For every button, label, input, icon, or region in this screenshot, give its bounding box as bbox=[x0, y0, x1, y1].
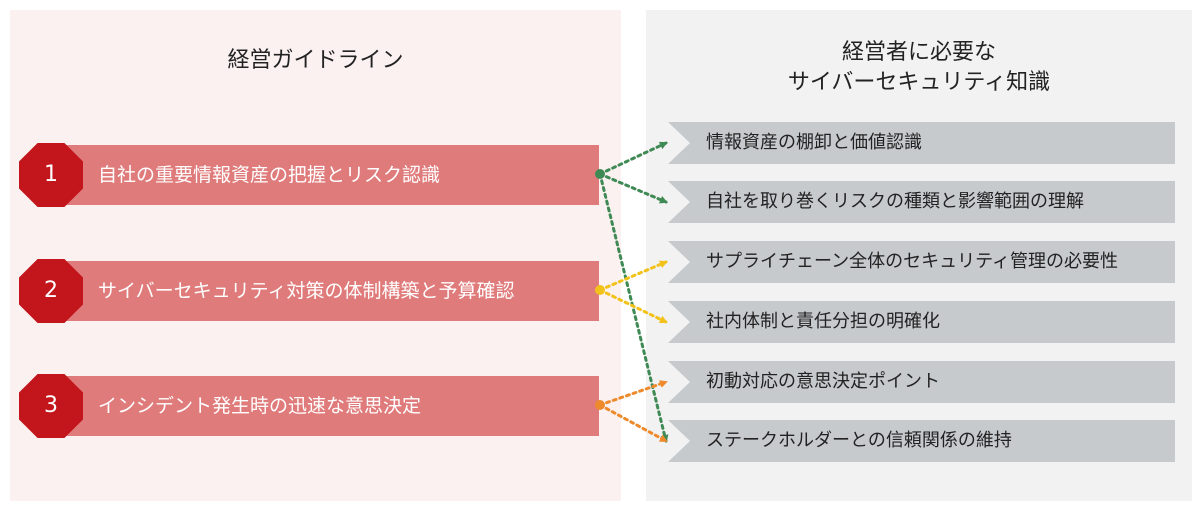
chevron-right-icon bbox=[668, 122, 690, 164]
knowledge-item-label-4: 社内体制と責任分担の明確化 bbox=[706, 311, 940, 332]
guideline-bar-2: サイバーセキュリティ対策の体制構築と予算確認 bbox=[58, 261, 599, 321]
knowledge-item-label-3: サプライチェーン全体のセキュリティ管理の必要性 bbox=[706, 251, 1119, 272]
knowledge-item-label-2: 自社を取り巻くリスクの種類と影響範囲の理解 bbox=[706, 191, 1084, 212]
chevron-right-icon bbox=[668, 181, 690, 223]
chevron-right-icon bbox=[668, 361, 690, 403]
right-panel-title-line2: サイバーセキュリティ知識 bbox=[787, 70, 1051, 95]
chevron-right-icon bbox=[668, 420, 690, 462]
guideline-bar-3: インシデント発生時の迅速な意思決定 bbox=[58, 376, 599, 436]
left-panel-title: 経営ガイドライン bbox=[227, 48, 404, 73]
chevron-right-icon bbox=[668, 241, 690, 283]
knowledge-item-label-6: ステークホルダーとの信頼関係の維持 bbox=[706, 430, 1012, 451]
knowledge-item-4: 社内体制と責任分担の明確化 bbox=[668, 301, 1175, 343]
guideline-number-badge-1: 1 bbox=[19, 143, 83, 207]
knowledge-item-1: 情報資産の棚卸と価値認識 bbox=[668, 122, 1175, 164]
right-panel-title: 経営者に必要な サイバーセキュリティ知識 bbox=[646, 38, 1192, 98]
knowledge-item-6: ステークホルダーとの信頼関係の維持 bbox=[668, 420, 1175, 462]
right-panel-title-line1: 経営者に必要な bbox=[841, 40, 996, 65]
chevron-right-icon bbox=[668, 301, 690, 343]
guideline-number-badge-2: 2 bbox=[19, 259, 83, 323]
guideline-bar-1: 自社の重要情報資産の把握とリスク認識 bbox=[58, 145, 599, 205]
guideline-number-badge-3: 3 bbox=[19, 374, 83, 438]
knowledge-item-5: 初動対応の意思決定ポイント bbox=[668, 361, 1175, 403]
knowledge-item-3: サプライチェーン全体のセキュリティ管理の必要性 bbox=[668, 241, 1175, 283]
knowledge-item-label-1: 情報資産の棚卸と価値認識 bbox=[706, 132, 922, 153]
knowledge-item-2: 自社を取り巻くリスクの種類と影響範囲の理解 bbox=[668, 181, 1175, 223]
knowledge-item-label-5: 初動対応の意思決定ポイント bbox=[706, 371, 940, 392]
